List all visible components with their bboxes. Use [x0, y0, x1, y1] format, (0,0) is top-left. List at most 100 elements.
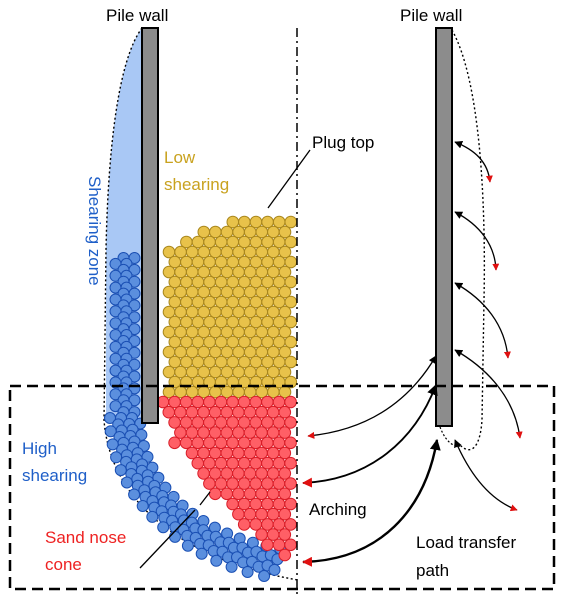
- high-shearing-dashed-box: [8, 384, 556, 591]
- red-particle: [243, 467, 257, 480]
- red-particle: [232, 446, 245, 460]
- red-particle: [174, 426, 187, 439]
- pile-wall-right-label: Pile wall: [400, 6, 462, 25]
- red-particle: [243, 405, 257, 419]
- red-particle: [284, 456, 297, 470]
- red-particle: [203, 436, 216, 450]
- plug-top-label: Plug top: [312, 133, 374, 152]
- yellow-particle: [278, 305, 292, 319]
- red-particle: [232, 426, 245, 439]
- red-particle: [284, 395, 297, 409]
- blue-particle: [225, 560, 238, 573]
- blue-particle: [195, 547, 208, 560]
- red-particle: [237, 477, 251, 490]
- red-particle: [255, 528, 268, 541]
- red-particle: [284, 497, 297, 511]
- load-transfer-arrow-4: [454, 349, 523, 439]
- blue-particle: [104, 425, 117, 438]
- red-particle: [249, 416, 263, 429]
- red-particle: [243, 507, 257, 521]
- red-particle: [272, 456, 286, 470]
- blue-particle: [181, 539, 194, 552]
- red-particle: [168, 436, 181, 450]
- blue-particle: [104, 412, 116, 424]
- red-particle: [284, 518, 297, 531]
- low-shearing-particles: [162, 215, 298, 399]
- red-particle: [261, 538, 274, 552]
- red-particle: [214, 436, 228, 450]
- red-particle: [243, 487, 257, 501]
- red-particle: [220, 405, 234, 419]
- blue-particle: [210, 554, 223, 567]
- low-shearing-label-line2: shearing: [164, 175, 229, 194]
- red-particle: [185, 446, 199, 460]
- red-particle: [220, 446, 234, 460]
- blue-particle: [106, 438, 119, 451]
- red-particle: [208, 405, 222, 419]
- red-particle: [272, 477, 286, 490]
- blue-particle: [109, 364, 122, 377]
- yellow-particle: [278, 345, 292, 359]
- blue-particle: [128, 488, 141, 501]
- red-particle: [243, 446, 257, 460]
- red-particle: [191, 436, 205, 450]
- blue-particle: [146, 510, 159, 523]
- red-particle: [214, 477, 228, 490]
- yellow-particle: [278, 365, 292, 379]
- blue-particle: [109, 400, 122, 413]
- red-particle: [284, 416, 297, 429]
- yellow-particle: [284, 335, 298, 349]
- high-shearing-label-line2: shearing: [22, 466, 87, 485]
- blue-particle: [109, 269, 122, 282]
- red-particle: [237, 456, 251, 470]
- red-particle: [226, 416, 239, 429]
- red-particle: [208, 467, 222, 480]
- red-particle: [191, 456, 205, 470]
- red-particle: [284, 538, 297, 552]
- blue-particle: [109, 317, 122, 330]
- red-particle: [249, 456, 263, 470]
- arching-arrow-1: [307, 355, 437, 439]
- red-particle: [266, 528, 280, 541]
- blue-particle: [109, 352, 122, 365]
- red-particle: [208, 446, 222, 460]
- shearing-zone-label: Shearing zone: [85, 176, 104, 286]
- red-particle: [232, 467, 245, 480]
- red-particle: [203, 416, 216, 429]
- red-particle: [243, 426, 257, 439]
- red-particle: [214, 395, 228, 409]
- red-particle: [168, 416, 181, 429]
- red-particle: [261, 518, 274, 531]
- red-particle: [232, 507, 245, 521]
- high-shearing-label-line1: High: [22, 439, 57, 458]
- right-pile-wall: [435, 27, 453, 427]
- red-particle: [197, 467, 210, 480]
- red-particle: [249, 518, 263, 531]
- arching-arrow-3: [302, 438, 441, 567]
- red-particle: [272, 518, 286, 531]
- red-particle: [249, 477, 263, 490]
- red-particle: [203, 395, 216, 409]
- blue-particle: [157, 521, 170, 534]
- red-particle: [261, 395, 274, 409]
- red-particle: [237, 436, 251, 450]
- red-particle: [237, 416, 251, 429]
- red-particle: [272, 497, 286, 511]
- pile-wall-left-label: Pile wall: [106, 6, 168, 25]
- blue-particle: [109, 305, 122, 318]
- red-particle: [278, 446, 292, 460]
- red-particle: [197, 405, 210, 419]
- blue-particle: [241, 566, 254, 578]
- red-particle: [179, 436, 193, 450]
- load-transfer-arrow-5: [454, 439, 518, 512]
- red-particle: [278, 528, 292, 541]
- yellow-particle: [278, 265, 292, 279]
- red-particle: [278, 426, 292, 439]
- sand-nose-label-line2: cone: [45, 555, 82, 574]
- red-particle: [266, 507, 280, 521]
- red-particle: [266, 467, 280, 480]
- red-particle: [278, 487, 292, 501]
- red-particle: [237, 395, 251, 409]
- red-particle: [203, 456, 216, 470]
- red-particle: [197, 426, 210, 439]
